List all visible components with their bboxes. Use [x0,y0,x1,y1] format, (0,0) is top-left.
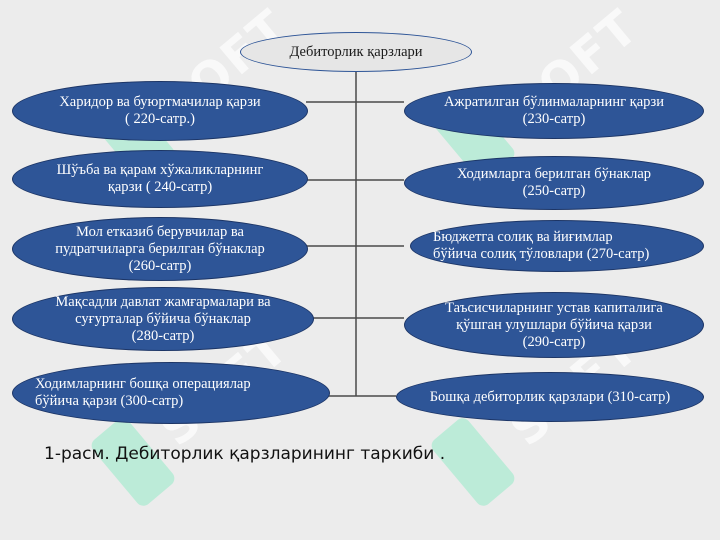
left-node-1: Харидор ва буюртмачилар қарзи ( 220-сатр… [12,81,308,141]
right-node-3: Бюджетга солиқ ва йиғимлар бўйича солиқ … [410,220,704,272]
root-node: Дебиторлик қарзлари [240,32,472,72]
left-node-2: Шўъба ва қарам хўжаликларнинг қарзи ( 24… [12,150,308,208]
left-node-5: Ходимларнинг бошқа операциялар бўйича қа… [12,362,330,424]
right-node-1: Ажратилган бўлинмаларнинг қарзи (230-сат… [404,83,704,139]
left-node-4: Мақсадли давлат жамғармалари ва суғуртал… [12,287,314,351]
left-node-3: Мол етказиб берувчилар ва пудратчиларга … [12,217,308,281]
right-node-5: Бошқа дебиторлик қарзлари (310-сатр) [396,372,704,422]
right-node-4: Таъсисчиларнинг устав капиталига қўшган … [404,292,704,358]
right-node-2: Ходимларга берилган бўнаклар (250-сатр) [404,156,704,210]
figure-caption: 1-расм. Дебиторлик қарзларининг таркиби … [44,444,446,464]
